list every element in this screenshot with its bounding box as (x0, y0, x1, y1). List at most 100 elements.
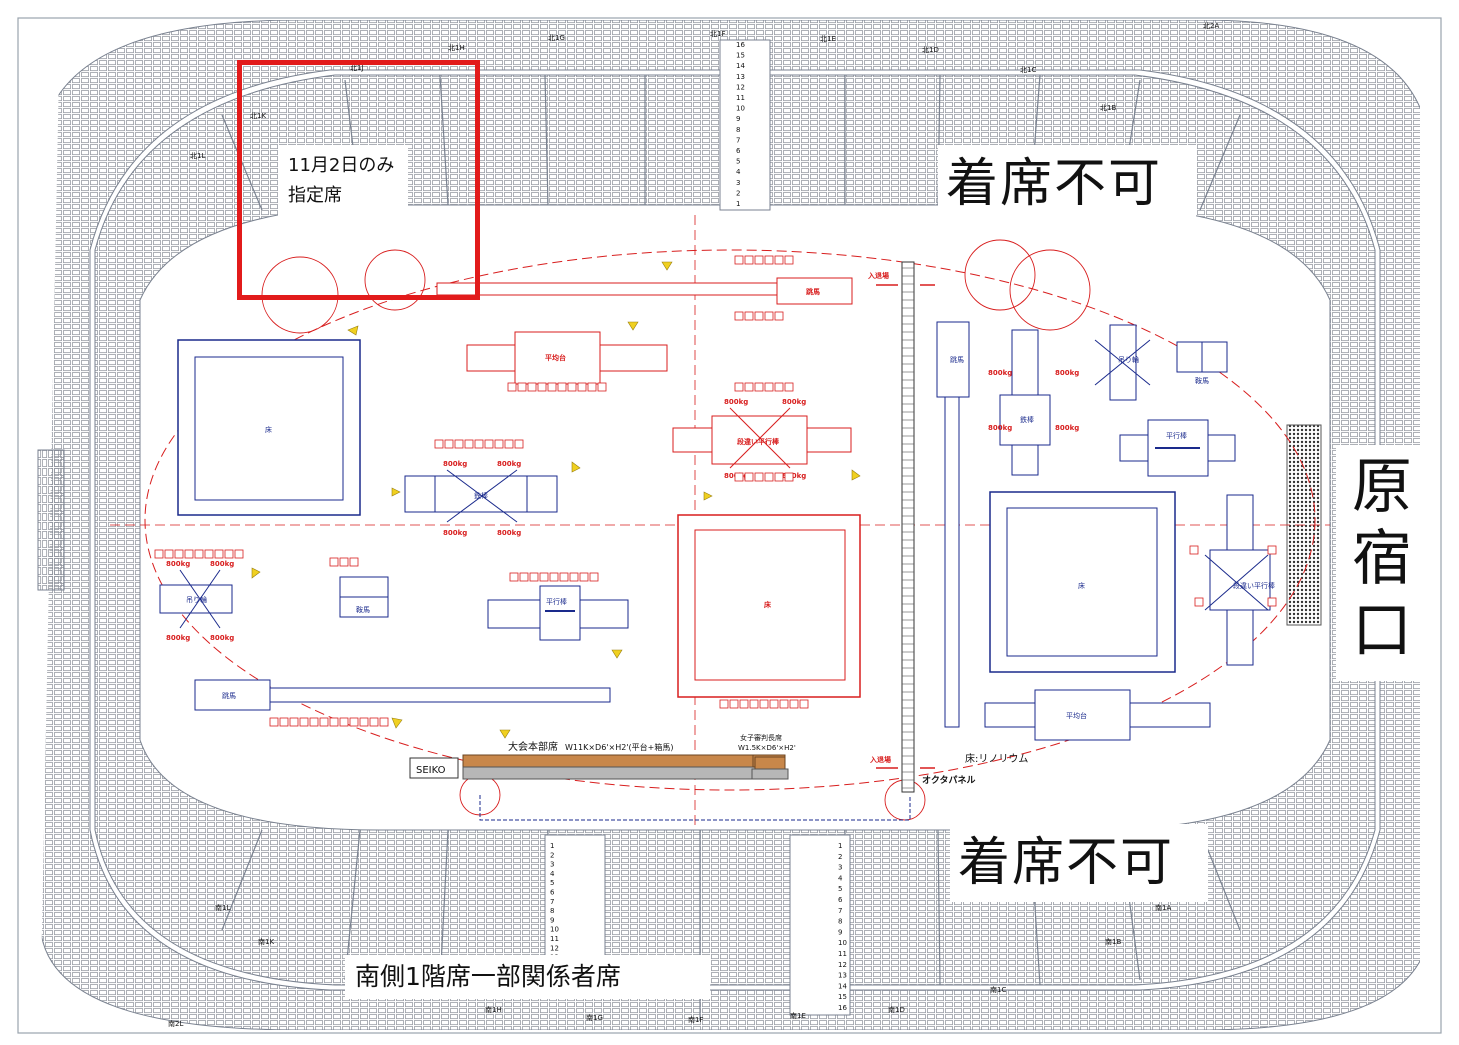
women-judge-dims: W1.5K×D6'×H2' (738, 744, 796, 752)
uneven-bars-centre: 段違い平行棒 800kg 800kg 800kg 800kg (672, 398, 852, 480)
svg-text:平均台: 平均台 (1066, 711, 1087, 720)
row-number-south-right: 2 (838, 853, 842, 861)
row-number-south: 2 (550, 851, 554, 859)
reserved-text: 指定席 (288, 185, 342, 206)
row-number-south-right: 13 (838, 972, 847, 980)
balance-beam-east: 平均台 (984, 689, 1211, 741)
row-number-north: 5 (736, 158, 740, 166)
svg-text:800kg: 800kg (497, 529, 521, 537)
block-label-north: 北1J (350, 64, 364, 72)
row-number-south: 4 (550, 870, 555, 878)
svg-text:800kg: 800kg (1055, 424, 1079, 432)
press-rail (479, 795, 911, 821)
vault-east: 跳馬 (936, 321, 970, 728)
svg-text:800kg: 800kg (782, 472, 806, 480)
block-label-south: 南1D (888, 1005, 905, 1014)
block-label-south: 南1F (688, 1015, 703, 1024)
svg-text:鞍馬: 鞍馬 (356, 605, 370, 614)
parallel-bars-east: 平行棒 (1119, 419, 1236, 477)
uneven-bars-east: 段違い平行棒 (1204, 494, 1275, 666)
block-label-north: 北1H (448, 44, 465, 52)
row-number-north: 4 (736, 168, 741, 176)
horizontal-bar-east: 鉄棒 800kg 800kg 800kg 800kg (988, 329, 1079, 476)
hq-label: 大会本部席 (508, 740, 558, 753)
row-number-south-right: 5 (838, 885, 842, 893)
svg-text:800kg: 800kg (1055, 369, 1079, 377)
pommel-horse-west: 鞍馬 (339, 576, 389, 618)
row-number-north: 8 (736, 126, 740, 134)
west-end-seats (37, 449, 65, 591)
arena-boundary (144, 249, 1316, 791)
row-number-north: 10 (736, 105, 745, 113)
block-label-north: 北1D (922, 46, 939, 54)
row-number-south-right: 14 (838, 982, 847, 990)
row-number-south: 8 (550, 907, 554, 915)
reserved-seat-area: 11月2日のみ 指定席 (237, 60, 480, 300)
svg-text:段違い平行棒: 段違い平行棒 (1233, 581, 1275, 590)
row-number-south-right: 7 (838, 907, 842, 915)
row-number-north: 6 (736, 147, 741, 155)
block-label-north: 北1L (190, 152, 205, 160)
row-number-north: 7 (736, 136, 740, 144)
svg-text:床: 床 (764, 600, 772, 609)
block-label-north: 北2A (1203, 22, 1219, 30)
block-label-north: 北1C (1020, 66, 1036, 74)
row-number-south-right: 6 (838, 896, 843, 904)
block-label-south: 南2L (168, 1019, 183, 1028)
hq-table: 大会本部席 W11K×D6'×H2'(平台+箱馬) SEIKO 女子審判長席 W… (409, 733, 796, 780)
row-number-south-right: 15 (838, 993, 847, 1001)
entrance-label-north: 入退場 (867, 271, 889, 280)
svg-text:吊り輪: 吊り輪 (1118, 355, 1139, 364)
row-number-south-right: 9 (838, 928, 842, 936)
block-label-north: 北1K (250, 112, 266, 120)
block-label-north: 北1E (820, 35, 836, 43)
row-number-north: 16 (736, 41, 745, 49)
harajuku-gate-label: 原 宿 口 (1336, 445, 1428, 681)
svg-text:800kg: 800kg (443, 529, 467, 537)
row-number-south: 10 (550, 926, 559, 934)
pommel-horse-east: 鞍馬 (1176, 341, 1228, 385)
svg-text:800kg: 800kg (724, 398, 748, 406)
south-no-seat-label: 着席不可 (950, 824, 1208, 902)
svg-text:平行棒: 平行棒 (546, 597, 567, 606)
row-number-south: 5 (550, 879, 554, 887)
gate-char-3: 口 (1352, 596, 1412, 666)
row-number-south: 12 (550, 944, 559, 952)
svg-text:段違い平行棒: 段違い平行棒 (737, 437, 780, 446)
reserved-date: 11月2日のみ (288, 155, 395, 176)
svg-text:800kg: 800kg (988, 424, 1012, 432)
svg-text:平均台: 平均台 (545, 353, 566, 362)
block-label-south: 南1B (1105, 937, 1121, 946)
row-number-south: 7 (550, 898, 554, 906)
balance-beam-west: 平均台 (466, 331, 668, 385)
floor-material-label: 床:リノリウム (965, 752, 1028, 765)
svg-text:800kg: 800kg (210, 634, 234, 642)
row-number-north: 1 (736, 200, 740, 208)
block-label-south: 南1H (485, 1005, 502, 1014)
svg-text:800kg: 800kg (782, 398, 806, 406)
row-number-south: 1 (550, 842, 554, 850)
rings: 吊り輪 800kg 800kg 800kg 800kg (159, 560, 234, 642)
row-number-south: 3 (550, 861, 554, 869)
row-number-south: 11 (550, 935, 559, 943)
row-number-south: 6 (550, 889, 555, 897)
svg-text:800kg: 800kg (210, 560, 234, 568)
svg-text:800kg: 800kg (166, 560, 190, 568)
octa-panel (876, 261, 935, 793)
row-number-south-right: 12 (838, 961, 847, 969)
block-label-north: 北1G (548, 34, 565, 42)
row-number-south-right: 8 (838, 918, 842, 926)
gate-char-2: 宿 (1352, 524, 1412, 594)
row-number-south: 9 (550, 916, 554, 924)
row-number-north: 11 (736, 94, 745, 102)
row-number-north: 14 (736, 62, 745, 70)
south-first-floor-label: 南側1階席一部関係者席 (345, 955, 710, 999)
reserved-seat-note: 11月2日のみ 指定席 (278, 145, 409, 221)
block-label-south: 南1C (990, 985, 1006, 994)
block-label-south: 南1K (258, 937, 274, 946)
floor-exercise-east: 床 (989, 491, 1176, 673)
